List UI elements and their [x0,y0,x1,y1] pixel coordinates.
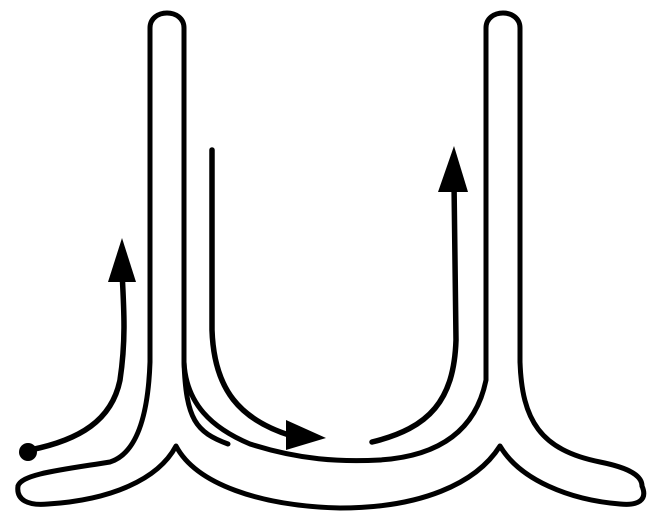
flow-path-center [212,150,292,436]
arrowhead-center [286,420,326,450]
tube-bottom-wall [18,446,644,508]
flow-path-right [372,182,456,442]
arrowhead-left [108,238,136,282]
arrowhead-right [438,146,468,192]
start-dot [19,443,37,461]
flow-path-left [30,272,124,450]
